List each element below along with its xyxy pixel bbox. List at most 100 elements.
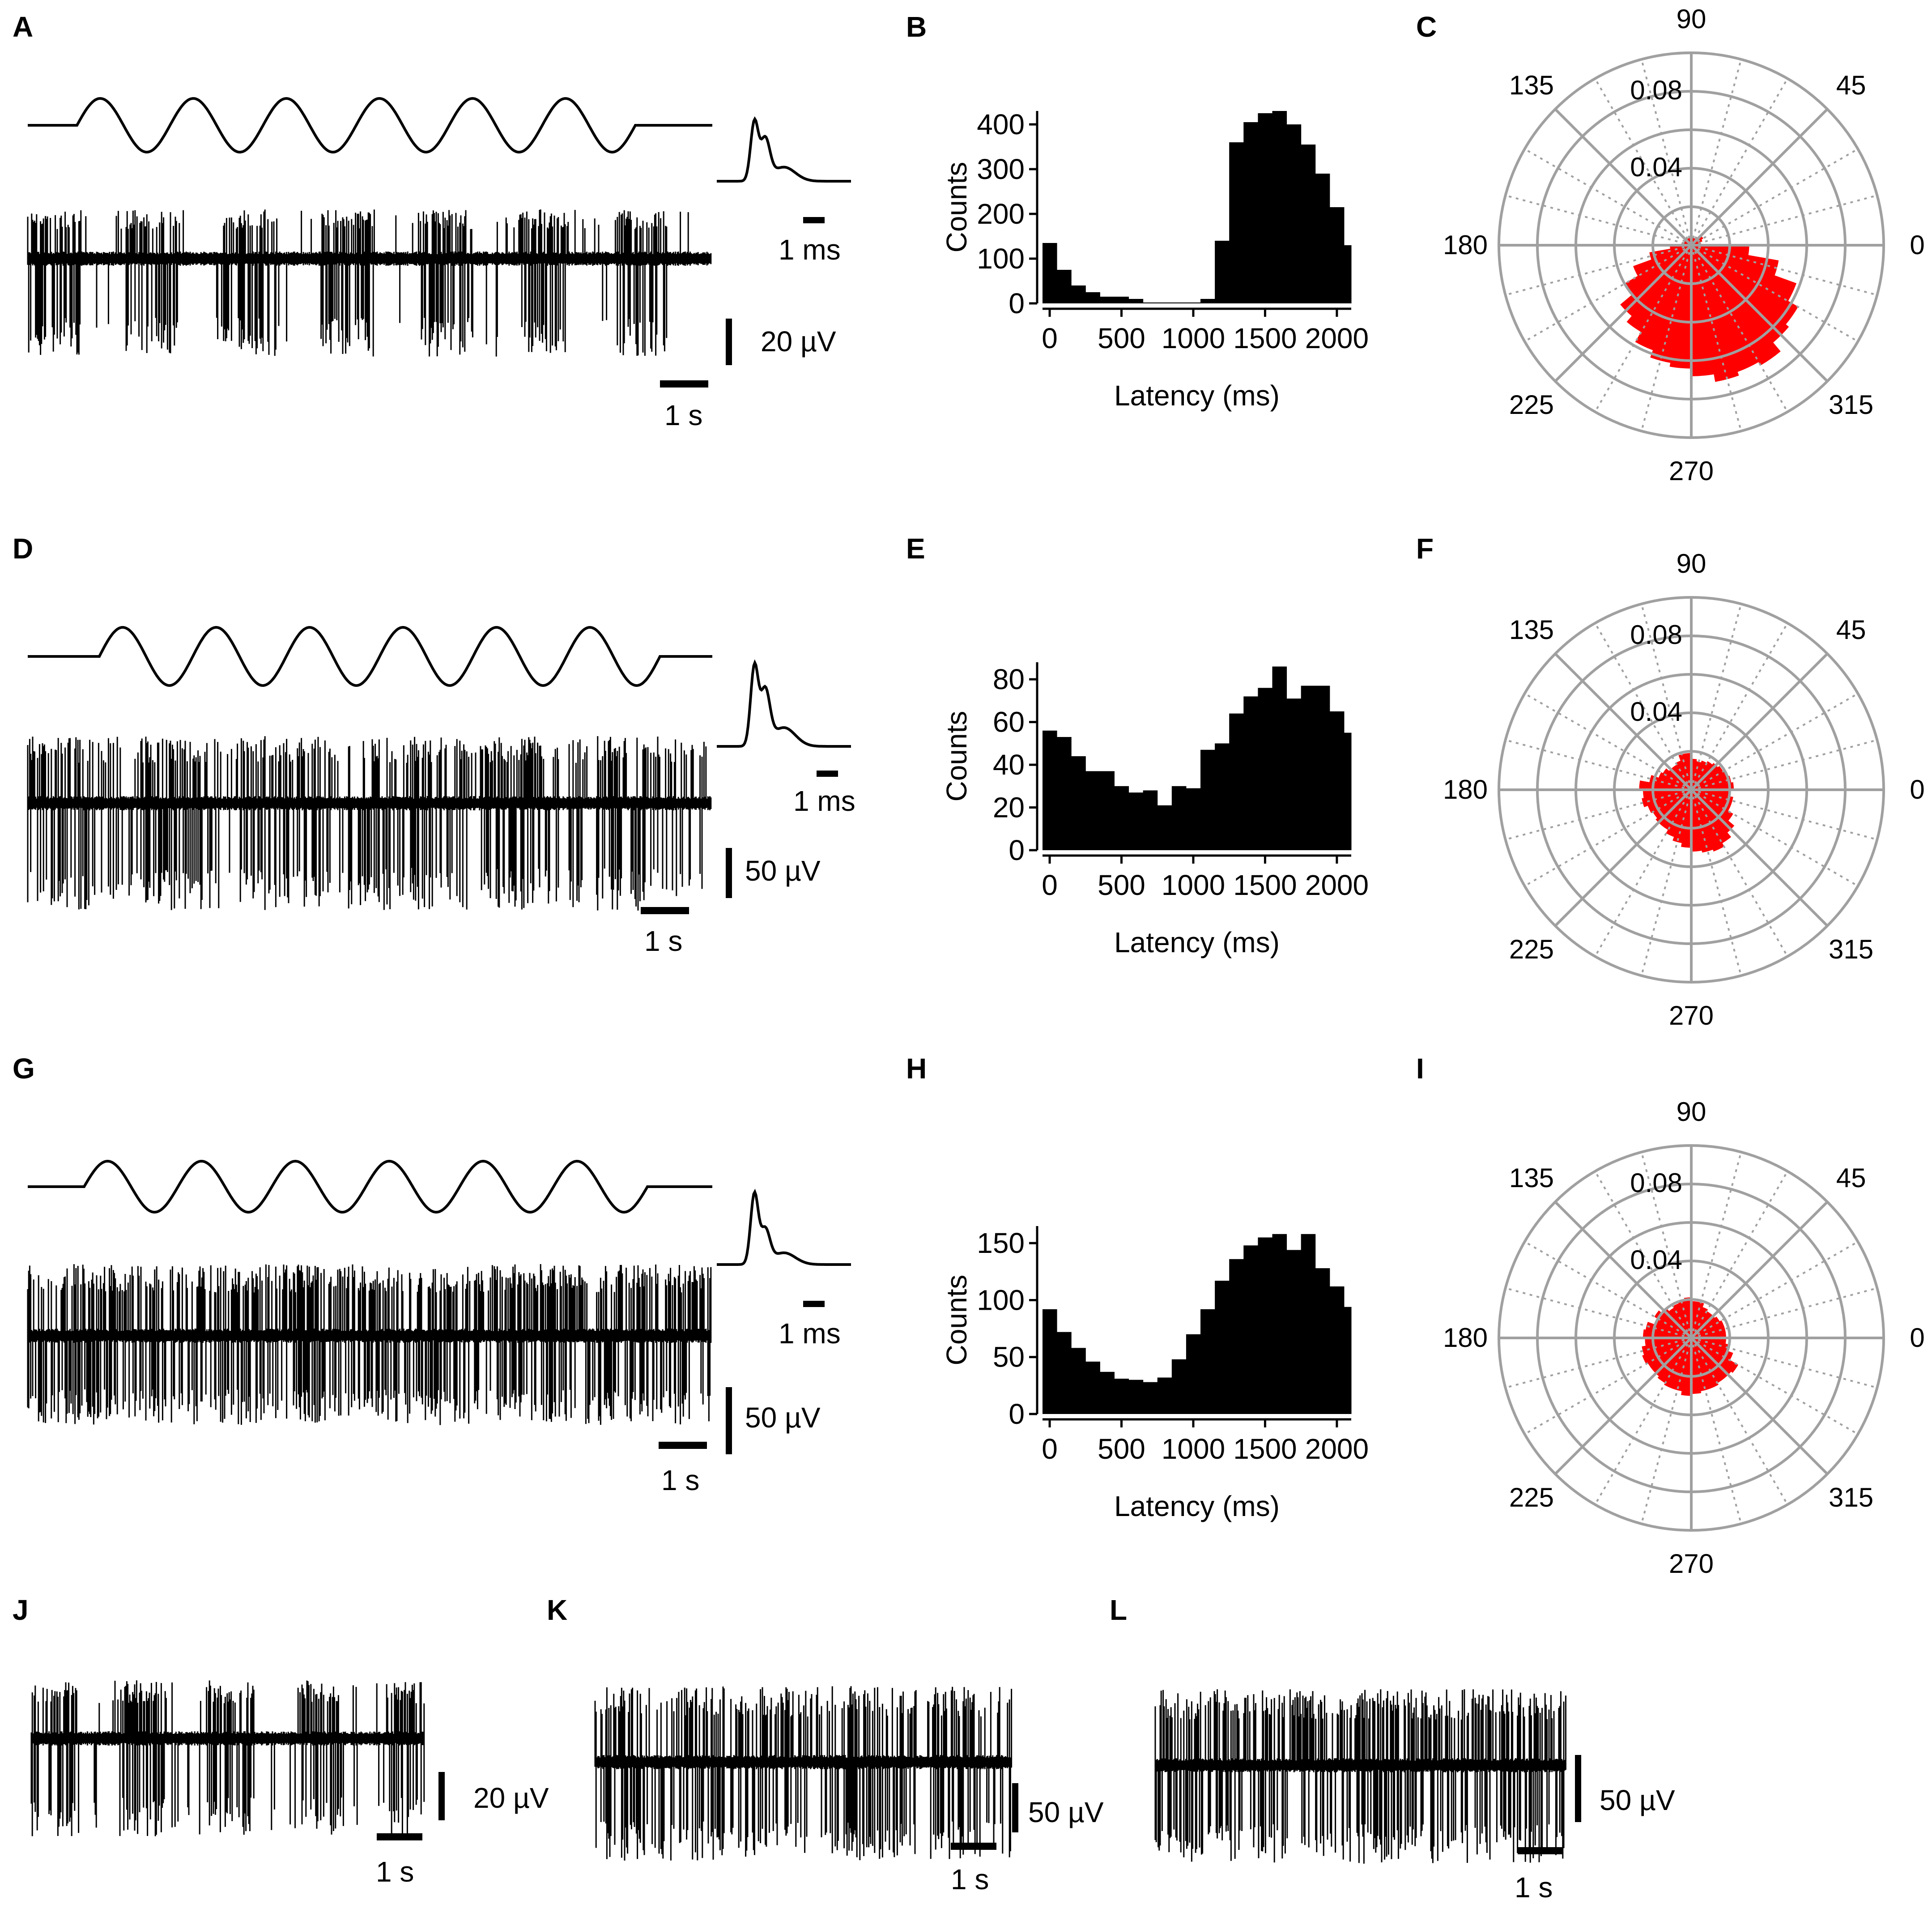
time-scale-label: 1 s bbox=[661, 1464, 699, 1496]
panel-l: 50 µV 1 s bbox=[1154, 1689, 1675, 1904]
waveform-time-scale-bar bbox=[817, 771, 838, 777]
time-scale-bar bbox=[377, 1833, 422, 1840]
histogram-bar bbox=[1229, 142, 1244, 303]
histogram-bar bbox=[1272, 1234, 1287, 1414]
histogram-bar bbox=[1157, 805, 1172, 850]
amplitude-scale-bar bbox=[726, 319, 732, 365]
major-spoke bbox=[1690, 1337, 1829, 1475]
major-spoke bbox=[1554, 788, 1693, 927]
panel-label-k: K bbox=[547, 1594, 567, 1626]
x-tick-label: 1000 bbox=[1162, 1433, 1225, 1465]
histogram-bar bbox=[1272, 111, 1287, 303]
y-axis-label: Counts bbox=[940, 711, 973, 802]
histogram-bar bbox=[1057, 737, 1072, 850]
time-scale-label: 1 s bbox=[376, 1856, 414, 1888]
major-spoke bbox=[1554, 1201, 1693, 1339]
ring-label: 0.08 bbox=[1630, 620, 1682, 650]
angle-label: 180 bbox=[1443, 230, 1488, 260]
histogram-bar bbox=[1186, 1334, 1201, 1414]
histogram-bar bbox=[1200, 1309, 1215, 1414]
x-axis-label: Latency (ms) bbox=[1114, 926, 1280, 958]
major-spoke bbox=[1690, 1201, 1829, 1339]
time-scale-bar bbox=[951, 1843, 996, 1850]
y-tick-label: 0 bbox=[1009, 1398, 1025, 1430]
x-tick-label: 1000 bbox=[1162, 869, 1225, 901]
y-tick-label: 80 bbox=[993, 663, 1025, 695]
y-tick-label: 200 bbox=[977, 198, 1025, 230]
amplitude-scale-bar bbox=[1575, 1755, 1581, 1822]
y-tick-label: 0 bbox=[1009, 287, 1025, 319]
grid-ring bbox=[1575, 1221, 1808, 1455]
histogram-bar bbox=[1229, 1259, 1244, 1414]
histogram-bar bbox=[1157, 1377, 1172, 1414]
histogram-bar bbox=[1344, 1307, 1352, 1414]
y-tick-label: 40 bbox=[993, 749, 1025, 781]
panel-d: 1 ms 50 µV 1 s bbox=[27, 626, 855, 957]
major-spoke bbox=[1690, 244, 1829, 383]
ring-label: 0.04 bbox=[1630, 697, 1682, 727]
major-spoke bbox=[1554, 652, 1693, 791]
panel-j: 20 µV 1 s bbox=[30, 1680, 549, 1888]
x-tick-label: 0 bbox=[1042, 322, 1058, 354]
histogram-bar bbox=[1258, 113, 1272, 303]
time-scale-label: 1 s bbox=[664, 399, 702, 431]
angle-label: 270 bbox=[1669, 456, 1714, 486]
angle-label: 45 bbox=[1836, 615, 1866, 645]
spike-raster-trace bbox=[27, 209, 712, 357]
time-scale-bar bbox=[660, 380, 708, 388]
y-axis-label: Counts bbox=[940, 1275, 973, 1366]
waveform-time-scale-label: 1 ms bbox=[793, 785, 855, 817]
stimulus-sine-trace bbox=[28, 626, 712, 687]
histogram-bar bbox=[1286, 698, 1302, 850]
grid-ring bbox=[1536, 1183, 1847, 1493]
histogram-bar bbox=[1071, 285, 1086, 303]
major-spoke bbox=[1554, 1337, 1693, 1475]
time-scale-bar bbox=[659, 1442, 707, 1449]
histogram-bar bbox=[1071, 756, 1086, 850]
amplitude-scale-label: 50 µV bbox=[1600, 1784, 1675, 1816]
spike-raster-trace bbox=[27, 736, 712, 911]
panel-label-c: C bbox=[1416, 11, 1437, 43]
spike-raster-trace bbox=[27, 1264, 712, 1425]
angle-label: 0 bbox=[1910, 1323, 1924, 1353]
amplitude-scale-label: 50 µV bbox=[745, 1401, 821, 1434]
histogram-bar bbox=[1171, 1359, 1187, 1414]
angle-label: 225 bbox=[1509, 390, 1554, 420]
angle-label: 45 bbox=[1836, 70, 1866, 100]
histogram-bar bbox=[1085, 771, 1100, 850]
angle-label: 315 bbox=[1829, 1482, 1873, 1512]
x-axis-label: Latency (ms) bbox=[1114, 379, 1280, 412]
histogram-bar bbox=[1057, 270, 1072, 303]
grid-ring bbox=[1651, 1298, 1731, 1378]
panel-label-e: E bbox=[906, 532, 925, 565]
angle-label: 270 bbox=[1669, 1549, 1714, 1579]
panel-label-j: J bbox=[13, 1594, 29, 1626]
grid-ring bbox=[1498, 1144, 1885, 1532]
ring-label: 0.08 bbox=[1630, 1168, 1682, 1198]
amplitude-scale-label: 20 µV bbox=[761, 325, 836, 358]
angle-label: 0 bbox=[1910, 230, 1924, 260]
panel-label-i: I bbox=[1416, 1052, 1424, 1085]
histogram-bar bbox=[1128, 299, 1144, 303]
y-tick-label: 0 bbox=[1009, 834, 1025, 866]
histogram-bar bbox=[1329, 711, 1345, 850]
histogram-bar bbox=[1286, 124, 1302, 303]
angle-label: 90 bbox=[1677, 4, 1706, 34]
panel-label-a: A bbox=[13, 11, 33, 43]
phase-sector bbox=[1691, 789, 1733, 805]
time-scale-label: 1 s bbox=[951, 1863, 989, 1895]
amplitude-scale-bar bbox=[438, 1772, 445, 1820]
histogram-bar bbox=[1143, 302, 1158, 303]
histogram-bar bbox=[1215, 241, 1230, 303]
histogram-bar bbox=[1186, 302, 1201, 303]
grid-ring bbox=[1651, 750, 1731, 830]
panel-label-g: G bbox=[13, 1052, 35, 1085]
angle-label: 315 bbox=[1829, 390, 1873, 420]
x-tick-label: 500 bbox=[1098, 1433, 1145, 1465]
grid-ring bbox=[1575, 673, 1808, 907]
panel-label-b: B bbox=[906, 11, 927, 43]
amplitude-scale-bar bbox=[726, 848, 732, 898]
